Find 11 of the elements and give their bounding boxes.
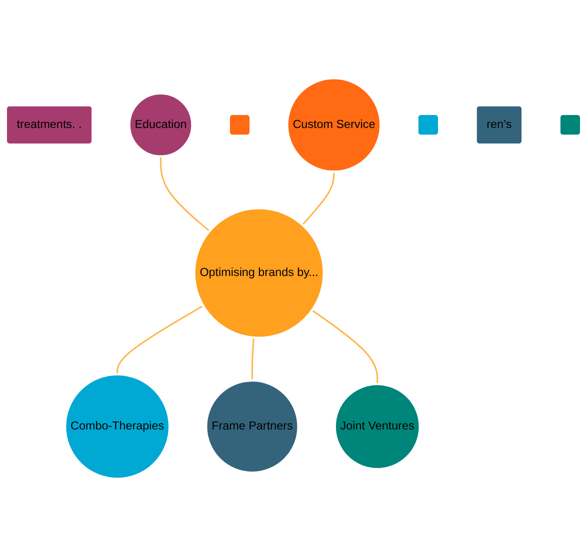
connector [160,156,210,232]
node-circle: Combo-Therapies [64,373,171,480]
node-circle: Custom Service [286,77,382,173]
connector [116,305,204,374]
node-circle: Joint Ventures [334,382,421,470]
connector [251,338,254,380]
connector [302,172,335,226]
node-circle: Frame Partners [205,379,300,474]
node-circle: Optimising brands by... [193,207,325,339]
node-circle: Education [128,92,194,158]
connector [312,310,378,384]
